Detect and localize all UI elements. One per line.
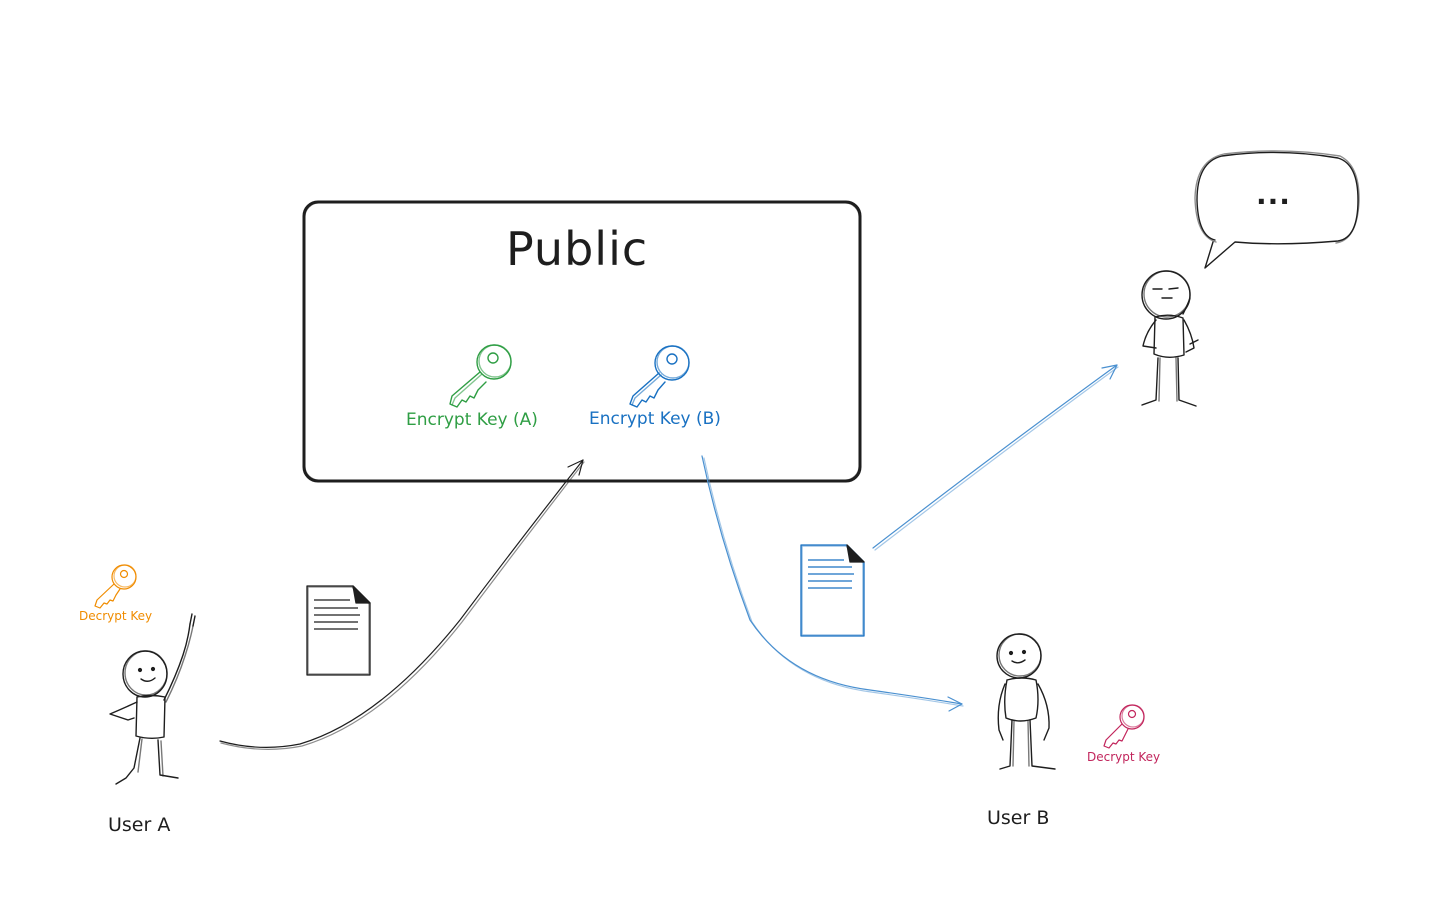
public-box: [302, 200, 862, 483]
speech-bubble-text: ...: [1256, 178, 1291, 211]
speech-bubble: [1194, 150, 1360, 269]
arrow-public-to-user-b: [701, 455, 964, 712]
encrypt-key-a-icon: [449, 344, 512, 408]
user-b-decrypt-key-icon: [1103, 704, 1145, 749]
encrypt-key-b-label: Encrypt Key (B): [589, 409, 721, 429]
encrypt-key-b-icon: [629, 345, 690, 408]
user-a-decrypt-key-label: Decrypt Key: [79, 609, 153, 623]
user-b-figure: [996, 633, 1056, 770]
document-icon-encrypted: [800, 544, 865, 637]
user-b-decrypt-key-label: Decrypt Key: [1087, 750, 1161, 764]
document-icon-plain: [306, 585, 371, 676]
user-a-label: User A: [108, 814, 171, 836]
arrow-user-a-to-public: [219, 459, 585, 750]
user-a-figure: [109, 613, 196, 785]
encrypt-key-a-label: Encrypt Key (A): [406, 410, 538, 430]
observer-figure: [1141, 270, 1199, 407]
arrow-document-to-observer: [872, 364, 1119, 551]
user-a-decrypt-key-icon: [94, 564, 137, 609]
public-box-title: Public: [506, 222, 649, 276]
user-b-label: User B: [987, 807, 1050, 829]
